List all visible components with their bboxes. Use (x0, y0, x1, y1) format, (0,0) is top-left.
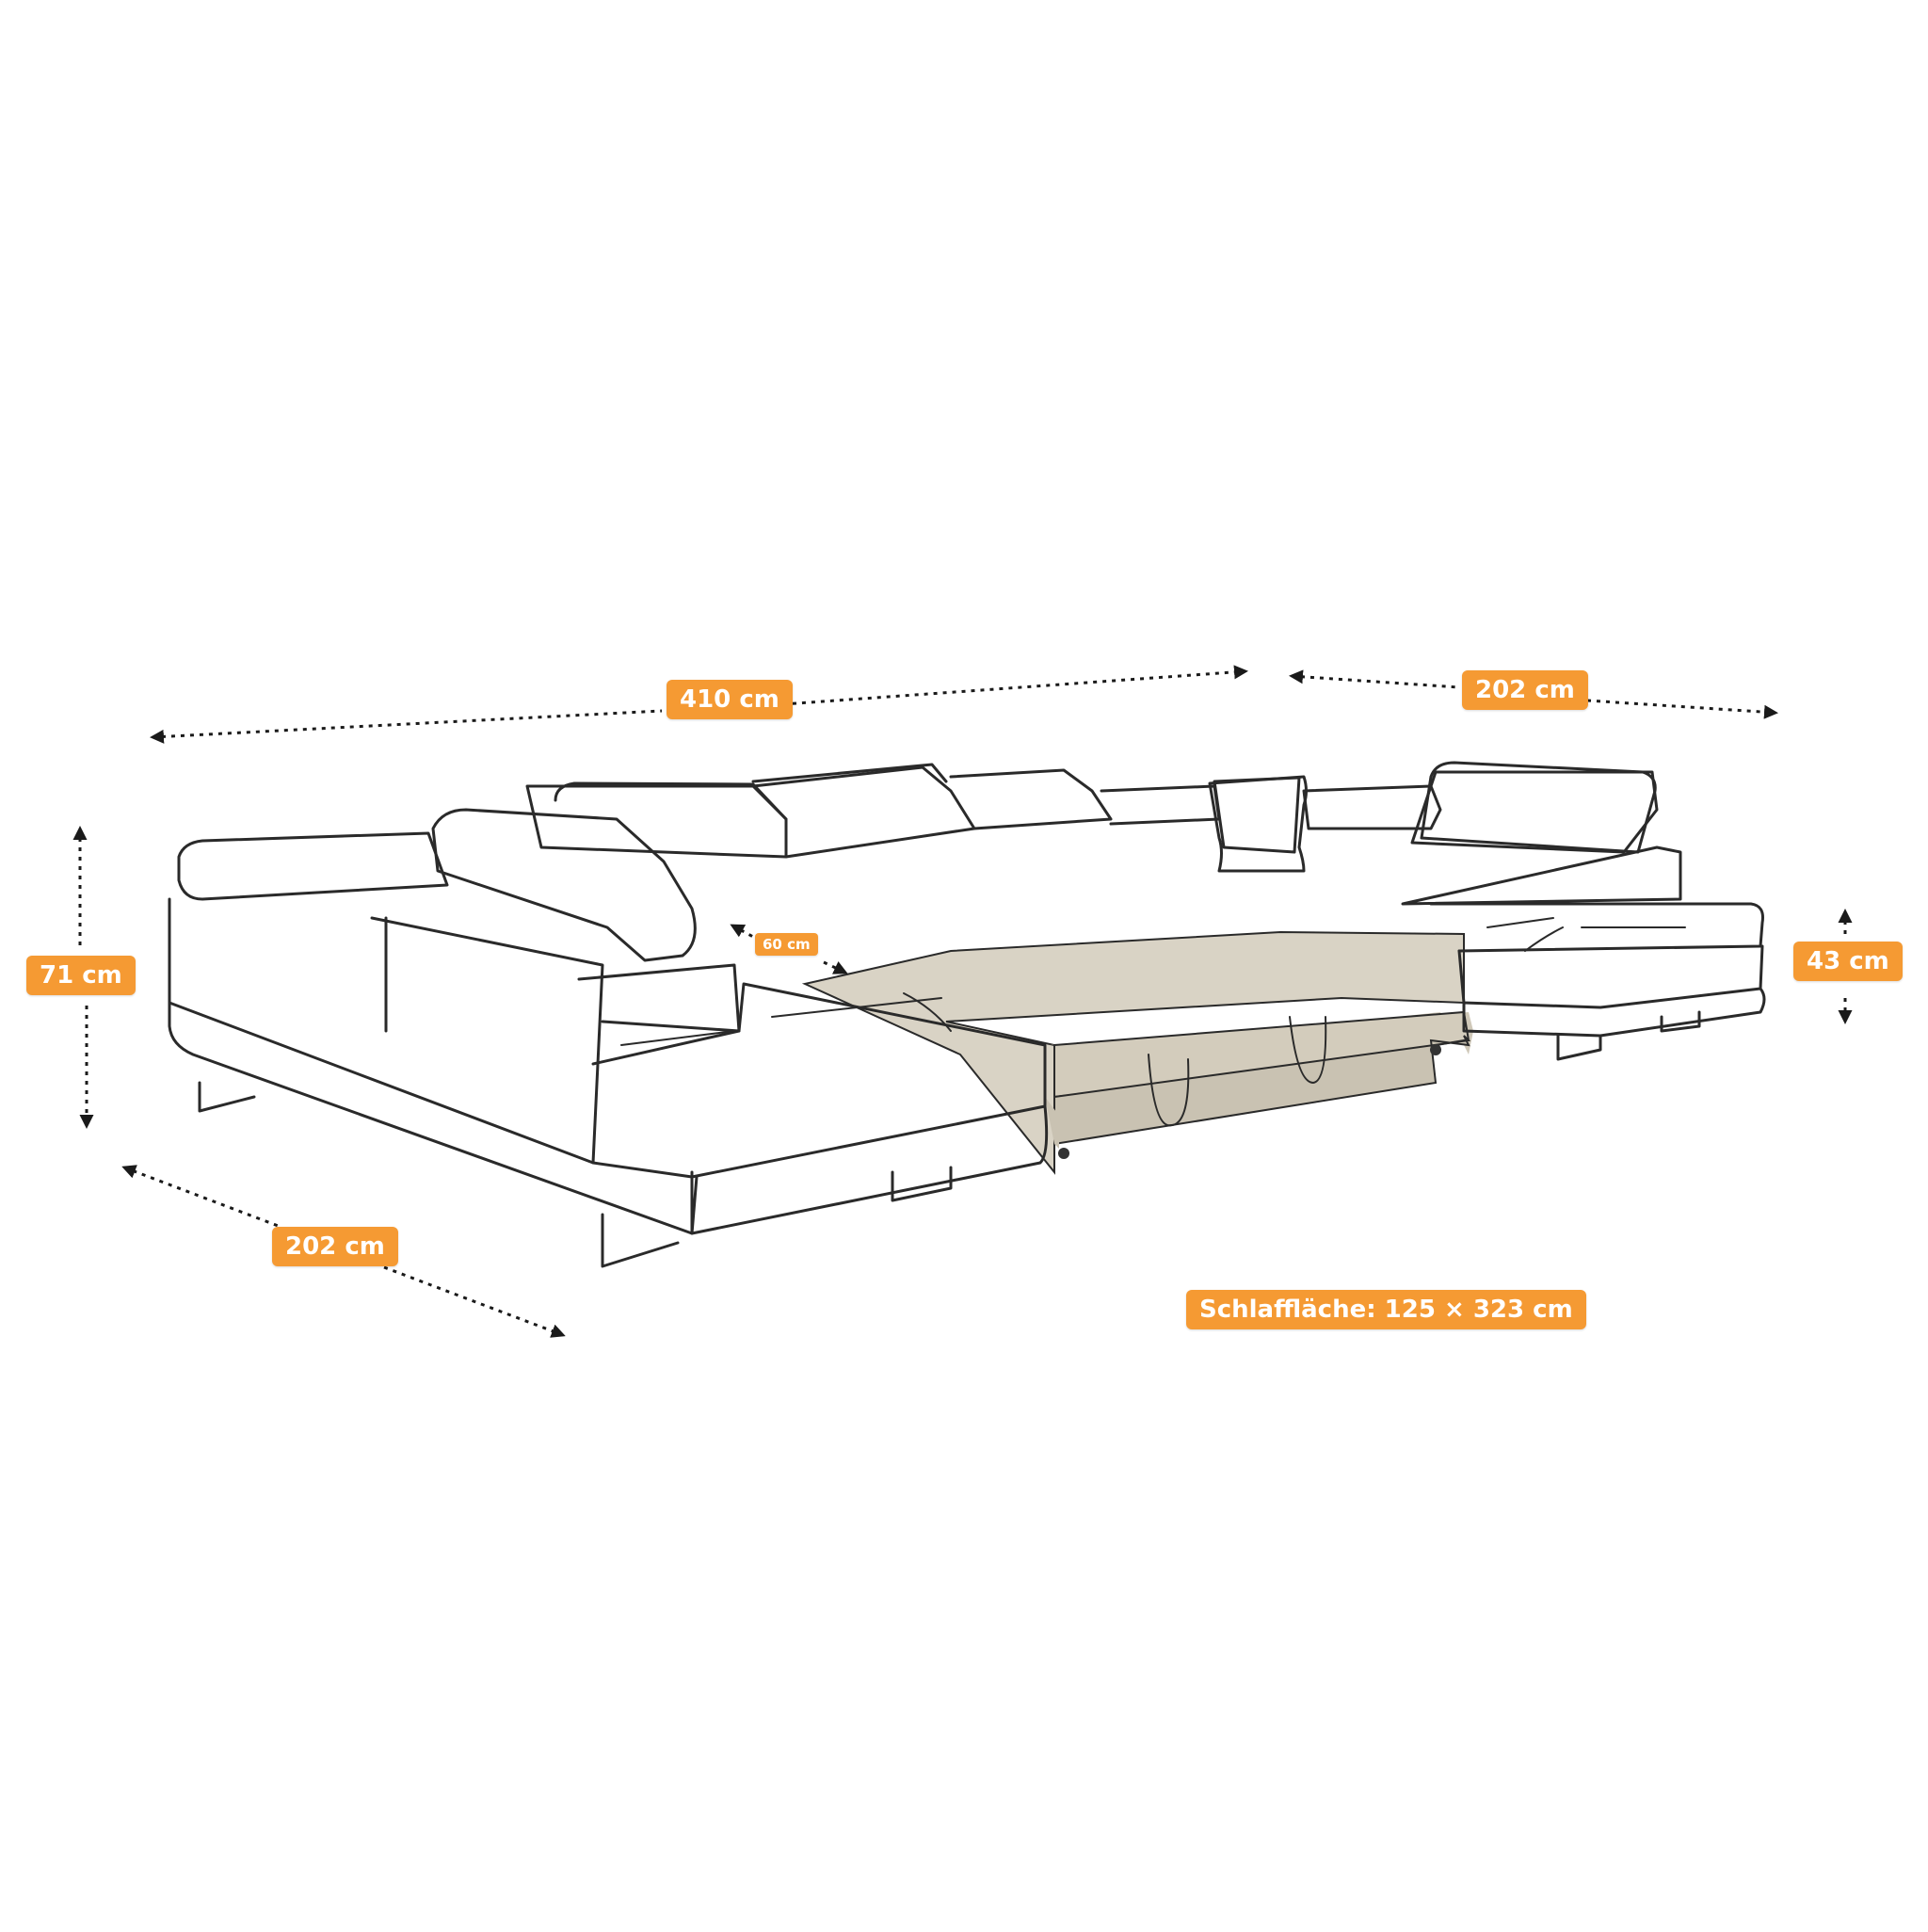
sleeping-area-label: Schlaffläche: 125 × 323 cm (1186, 1290, 1586, 1329)
back-cushions (431, 763, 1682, 962)
dimension-lines (72, 665, 1853, 1338)
left-section (168, 831, 1049, 1268)
seat-depth-label: 60 cm (755, 933, 818, 956)
seat-height-label: 43 cm (1793, 942, 1903, 981)
depth-left-label: 202 cm (272, 1227, 398, 1266)
right-section (1420, 761, 1766, 1061)
width-total-label: 410 cm (667, 680, 793, 719)
pillow (1208, 775, 1308, 873)
bed-area (801, 930, 1473, 1175)
width-right-label: 202 cm (1462, 670, 1588, 710)
height-label: 71 cm (26, 956, 136, 995)
